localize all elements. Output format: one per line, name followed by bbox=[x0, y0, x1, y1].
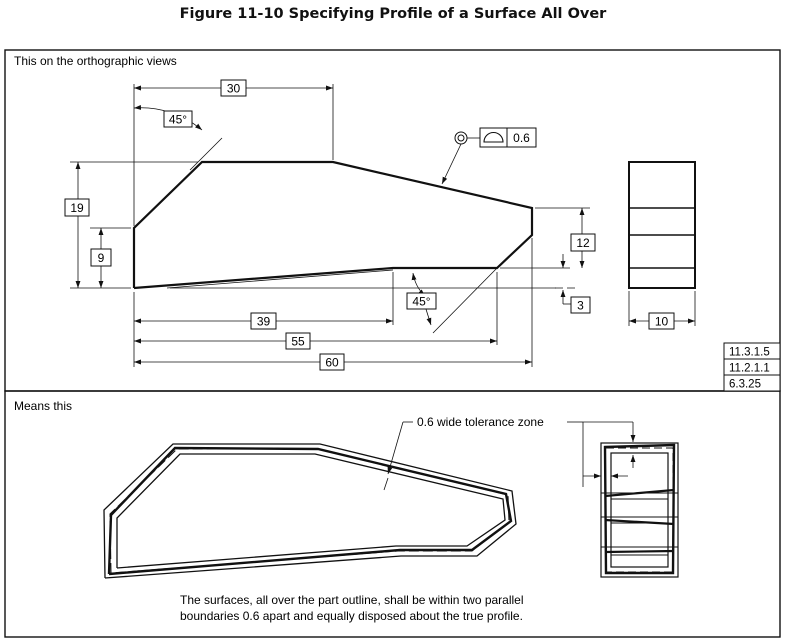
angle-bottom: 45° bbox=[412, 295, 430, 309]
dim-30: 30 bbox=[227, 82, 241, 96]
dim-55: 55 bbox=[291, 335, 305, 349]
tolerance-zone-front bbox=[103, 443, 517, 579]
caption-line-1: The surfaces, all over the part outline,… bbox=[180, 593, 524, 607]
dim-39: 39 bbox=[257, 315, 271, 329]
zone-label-leaders bbox=[383, 421, 636, 491]
dim-12: 12 bbox=[576, 236, 590, 250]
reference-2: 11.2.1.1 bbox=[729, 363, 770, 375]
dim-9: 9 bbox=[98, 251, 105, 265]
reference-3: 6.3.25 bbox=[729, 379, 761, 391]
dim-19: 19 bbox=[70, 201, 84, 215]
dim-30-box bbox=[220, 79, 247, 97]
zone-label: 0.6 wide tolerance zone bbox=[417, 415, 544, 429]
reference-table: 11.3.1.5 11.2.1.1 6.3.25 bbox=[723, 342, 781, 392]
top-panel-label: This on the orthographic views bbox=[14, 54, 177, 68]
dim-3: 3 bbox=[577, 299, 584, 313]
dim-60: 60 bbox=[325, 356, 339, 370]
tolerance-zone-side bbox=[600, 442, 679, 578]
figure-title: Figure 11-10 Specifying Profile of a Sur… bbox=[179, 6, 607, 22]
bottom-panel-frame bbox=[4, 390, 781, 638]
caption-line-2: boundaries 0.6 apart and equally dispose… bbox=[180, 609, 523, 623]
feature-control-frame: 0.6 bbox=[441, 127, 537, 185]
reference-1: 11.3.1.5 bbox=[729, 347, 770, 359]
fcf-tolerance: 0.6 bbox=[513, 131, 530, 145]
dim-10: 10 bbox=[655, 315, 669, 329]
side-view-outline bbox=[628, 161, 696, 326]
extension-lines bbox=[70, 84, 590, 367]
angle-top: 45° bbox=[169, 113, 187, 127]
profile-of-surface-icon bbox=[483, 131, 504, 143]
top-panel-frame bbox=[4, 49, 781, 392]
front-view-outline bbox=[132, 160, 534, 290]
bottom-panel-label: Means this bbox=[14, 399, 72, 413]
